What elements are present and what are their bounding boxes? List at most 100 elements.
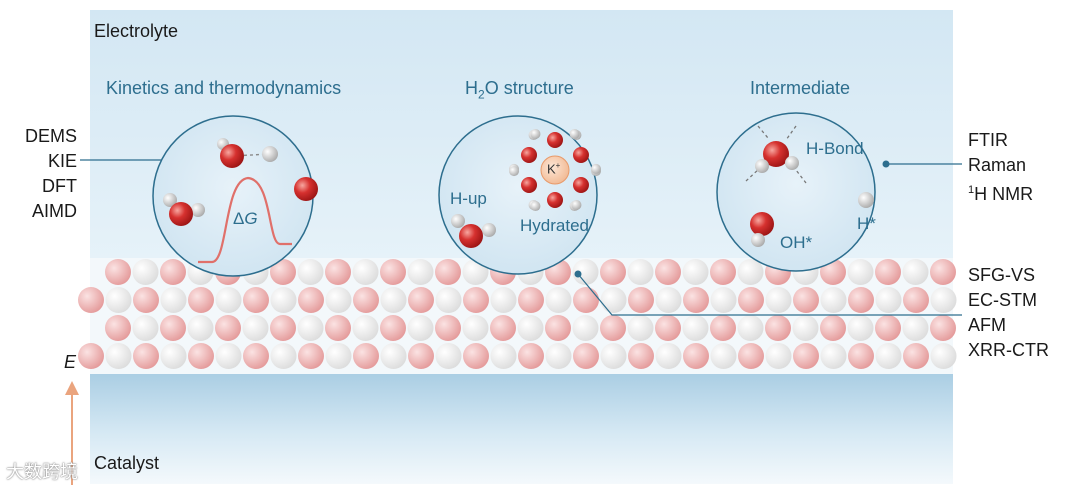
oxygen-atom-icon [521, 147, 538, 163]
lattice-atom [132, 259, 159, 285]
lattice-atom [242, 315, 269, 341]
lattice-atom [215, 287, 242, 313]
potassium-ion-label: K+ [547, 161, 561, 177]
lattice-atom [160, 259, 186, 285]
lattice-atom [600, 315, 626, 341]
hbond-network-icon [745, 125, 807, 184]
hydrogen-atom-icon [571, 199, 582, 210]
lattice-atom [628, 343, 654, 369]
lattice-atom [380, 259, 406, 285]
hydroxide-icon [750, 212, 774, 247]
lattice-atom [655, 287, 682, 313]
lattice-atom [187, 315, 214, 341]
lattice-atom [408, 287, 434, 313]
lattice-atom [683, 343, 709, 369]
lattice-atom [270, 343, 297, 369]
lattice-atom [600, 287, 627, 313]
lattice-atom [627, 315, 654, 341]
lattice-atom [545, 287, 572, 313]
lattice-atom [875, 315, 901, 341]
lattice-atom [710, 259, 736, 285]
h-up-label: H-up [450, 189, 487, 208]
lattice-atom [710, 343, 737, 369]
oh-label: OH* [780, 233, 813, 252]
lattice-atom [78, 343, 104, 369]
lattice-atom [875, 343, 902, 369]
lattice-atom [297, 315, 324, 341]
lattice-atom [655, 315, 681, 341]
lattice-atom [490, 343, 517, 369]
lattice-atom [573, 343, 599, 369]
lattice-atom [902, 315, 929, 341]
lattice-atom [352, 315, 379, 341]
right-top-technique-list: FTIR Raman 1H NMR [968, 128, 1033, 207]
lattice-atom [793, 343, 819, 369]
lattice-atom [875, 259, 901, 285]
catalyst-region [90, 372, 953, 484]
lattice-atom [738, 343, 764, 369]
lattice-atom [408, 343, 434, 369]
lattice-atom [353, 287, 379, 313]
lattice-atom [243, 287, 269, 313]
lattice-atom [517, 315, 544, 341]
lattice-atom [380, 287, 407, 313]
lattice-atom [188, 343, 214, 369]
delta-g-label: ΔG [233, 209, 258, 228]
lattice-atom [105, 287, 132, 313]
lattice-atom [875, 287, 902, 313]
lattice-atom [765, 287, 792, 313]
lattice-atom [518, 343, 544, 369]
oxygen-atom-icon [572, 177, 589, 193]
lattice-atom [572, 315, 599, 341]
lattice-atom [683, 287, 709, 313]
right-bottom-technique-list: SFG-VS EC-STM AFM XRR-CTR [968, 263, 1049, 363]
technique-label: DFT [42, 176, 77, 196]
lattice-atom [765, 315, 791, 341]
water-structure-title: H2O structure [465, 78, 574, 102]
lattice-atom [407, 259, 434, 285]
lattice-atom [270, 259, 296, 285]
lattice-atom [435, 315, 461, 341]
technique-label: XRR-CTR [968, 340, 1049, 360]
lattice-atom [380, 315, 406, 341]
technique-label: AFM [968, 315, 1006, 335]
lattice-atom [902, 259, 929, 285]
lattice-atom [848, 287, 874, 313]
lattice-atom [628, 287, 654, 313]
lattice-atom [435, 287, 462, 313]
lattice-atom [518, 287, 544, 313]
lattice-atom [738, 287, 764, 313]
technique-label: 1H NMR [968, 184, 1034, 204]
water-molecule-icon [163, 193, 205, 226]
hydrogen-atom-icon [530, 201, 541, 212]
technique-label: FTIR [968, 130, 1008, 150]
lattice-atom [572, 259, 599, 285]
lattice-atom [820, 287, 847, 313]
lattice-atom [353, 343, 379, 369]
lattice-atom [930, 315, 956, 341]
lattice-atom [930, 343, 957, 369]
atomic-lattice-icon [78, 259, 957, 369]
oxygen-atom-icon [572, 147, 589, 163]
hydrogen-atom-icon [509, 166, 520, 177]
lattice-atom [325, 259, 351, 285]
lattice-atom [765, 343, 792, 369]
intermediate-title: Intermediate [750, 78, 851, 98]
lattice-atom [325, 315, 351, 341]
lattice-atom [407, 315, 434, 341]
lattice-atom [682, 315, 709, 341]
hydrogen-atom-icon [530, 128, 541, 139]
lattice-atom [297, 259, 324, 285]
lattice-atom [133, 343, 159, 369]
h-star-label: H* [857, 214, 876, 233]
technique-label: EC-STM [968, 290, 1037, 310]
lattice-atom [600, 343, 627, 369]
lattice-atom [105, 315, 131, 341]
hydrogen-atom-icon [858, 192, 874, 208]
lattice-atom [847, 259, 874, 285]
hydrated-ion-icon [509, 128, 601, 212]
hydrogen-atom-icon [590, 163, 601, 174]
lattice-atom [655, 259, 681, 285]
hydrated-label: Hydrated [520, 216, 589, 235]
